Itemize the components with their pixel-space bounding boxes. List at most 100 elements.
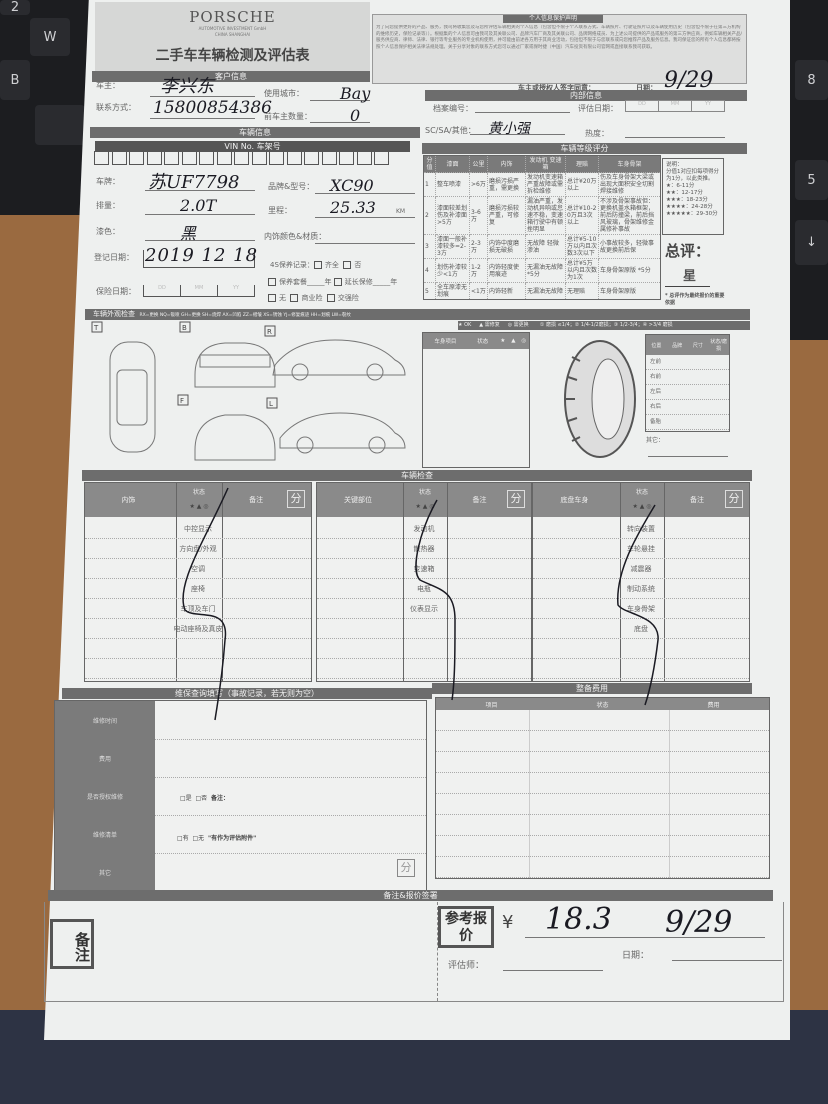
vin-box[interactable]: [339, 151, 354, 165]
inspection-row[interactable]: 座椅: [85, 579, 311, 599]
inspection-row[interactable]: 转向装置: [533, 519, 749, 539]
vin-box[interactable]: [181, 151, 197, 165]
inspection-item-label: 仪表显示: [409, 605, 438, 613]
sc-field[interactable]: 黄小强: [488, 121, 530, 137]
grading-cell: 1-2万: [469, 258, 488, 283]
maintenance-row[interactable]: [155, 777, 426, 778]
repair-cost-row[interactable]: [436, 773, 769, 794]
inspection-row[interactable]: 电瓶: [317, 579, 531, 599]
repair-cost-table[interactable]: 项目状态费用: [435, 697, 770, 879]
city-field[interactable]: Bay: [340, 84, 371, 103]
opt-none[interactable]: 无: [198, 835, 205, 842]
opt-no[interactable]: 否: [201, 795, 208, 802]
mileage-field[interactable]: 25.33: [330, 198, 376, 217]
vin-boxes[interactable]: [94, 151, 389, 165]
quote-date-field[interactable]: 9/29: [665, 905, 733, 940]
dd: DD: [626, 101, 659, 111]
vin-box[interactable]: [234, 151, 249, 165]
maintenance-row[interactable]: [155, 853, 426, 854]
grading-cell: 总计¥10-20万且3次以上: [565, 196, 599, 235]
inspection-row[interactable]: 车顶及车门: [85, 599, 311, 619]
brand-field[interactable]: XC90: [330, 176, 374, 195]
tire-row[interactable]: 备胎: [646, 415, 729, 430]
vin-box[interactable]: [199, 151, 214, 165]
inspection-row[interactable]: 车轮悬挂: [533, 539, 749, 559]
maintenance-row[interactable]: [155, 815, 426, 816]
inspection-row[interactable]: [533, 639, 749, 659]
grading-cell: 车身骨架原版 *5分: [598, 258, 661, 283]
tire-table[interactable]: 位置品牌尺寸状态/磨损 左前右前左后右后备胎: [645, 334, 730, 432]
inspection-row[interactable]: 底盘: [533, 619, 749, 639]
inspection-row[interactable]: 减震器: [533, 559, 749, 579]
vin-box[interactable]: [321, 151, 337, 165]
inspection-row[interactable]: [317, 639, 531, 659]
inspection-row[interactable]: 方向盘/外观: [85, 539, 311, 559]
vin-box[interactable]: [111, 151, 127, 165]
vin-box[interactable]: [94, 151, 109, 165]
owner-field[interactable]: 李兴东: [160, 76, 214, 97]
inspection-row[interactable]: 中控显示: [85, 519, 311, 539]
phone-field[interactable]: 15800854386: [153, 98, 272, 118]
repair-cost-row[interactable]: [436, 857, 769, 878]
inspection-row[interactable]: [85, 639, 311, 659]
checkbox-none[interactable]: [268, 294, 276, 302]
checkbox-extended[interactable]: [333, 278, 342, 286]
inspection-row[interactable]: 电动座椅及真皮: [85, 619, 311, 639]
ins-date-field[interactable]: DD MM YY: [143, 285, 255, 297]
prev-owners-field[interactable]: 0: [350, 106, 361, 125]
plate-field[interactable]: 苏UF7798: [148, 172, 240, 193]
displacement-field[interactable]: 2.0T: [180, 196, 217, 215]
inspection-item-label: 车顶及车门: [180, 605, 216, 613]
tire-row[interactable]: 左前: [646, 355, 729, 370]
inspection-row[interactable]: 空调: [85, 559, 311, 579]
vin-box[interactable]: [216, 151, 232, 165]
eval-date-field[interactable]: DD MM YY: [625, 100, 725, 112]
checkbox-commercial[interactable]: [290, 294, 299, 302]
tire-row[interactable]: 右后: [646, 400, 729, 415]
opt-yes[interactable]: 是: [185, 795, 192, 802]
inspection-row[interactable]: [317, 619, 531, 639]
inspection-row[interactable]: [533, 659, 749, 679]
repair-cost-row[interactable]: [436, 815, 769, 836]
tire-row[interactable]: 左后: [646, 385, 729, 400]
car-diagrams[interactable]: T B R F L: [85, 320, 415, 470]
vin-box[interactable]: [356, 151, 372, 165]
repair-cost-row[interactable]: [436, 836, 769, 857]
vin-box[interactable]: [269, 151, 284, 165]
repair-cost-row[interactable]: [436, 710, 769, 731]
body-items-table[interactable]: 车身项目状态★▲◎: [422, 332, 530, 468]
vin-box[interactable]: [286, 151, 302, 165]
vin-box[interactable]: [164, 151, 179, 165]
opt-have[interactable]: 有: [182, 835, 189, 842]
repair-cost-row[interactable]: [436, 794, 769, 815]
inspection-row[interactable]: 仪表显示: [317, 599, 531, 619]
reg-date-field[interactable]: 2019 12 18: [145, 245, 259, 266]
inspection-row[interactable]: 变速箱: [317, 559, 531, 579]
score-box[interactable]: 分: [725, 490, 743, 508]
price-field[interactable]: 18.3: [545, 902, 612, 937]
tire-row[interactable]: 右前: [646, 370, 729, 385]
inspection-row[interactable]: 车身骨架: [533, 599, 749, 619]
inspection-row[interactable]: [85, 659, 311, 679]
inspection-row[interactable]: 发动机: [317, 519, 531, 539]
repair-cost-row[interactable]: [436, 752, 769, 773]
checkbox-package[interactable]: [268, 278, 276, 286]
vin-box[interactable]: [374, 151, 389, 165]
checkbox-no[interactable]: [343, 261, 352, 269]
maintenance-row[interactable]: [155, 739, 426, 740]
checkbox-full[interactable]: [313, 261, 322, 269]
vin-box[interactable]: [129, 151, 144, 165]
checkbox-compulsory[interactable]: [326, 294, 335, 302]
inspection-row[interactable]: [317, 659, 531, 679]
score-box[interactable]: 分: [397, 859, 415, 877]
vin-box[interactable]: [251, 151, 267, 165]
sign-date-value[interactable]: 9/29: [664, 68, 714, 93]
paint-field[interactable]: 黑: [180, 224, 197, 243]
score-box[interactable]: 分: [287, 490, 305, 508]
vin-box[interactable]: [304, 151, 319, 165]
inspection-row[interactable]: 散热器: [317, 539, 531, 559]
repair-cost-row[interactable]: [436, 731, 769, 752]
vin-box[interactable]: [146, 151, 162, 165]
score-box[interactable]: 分: [507, 490, 525, 508]
inspection-row[interactable]: 制动系统: [533, 579, 749, 599]
